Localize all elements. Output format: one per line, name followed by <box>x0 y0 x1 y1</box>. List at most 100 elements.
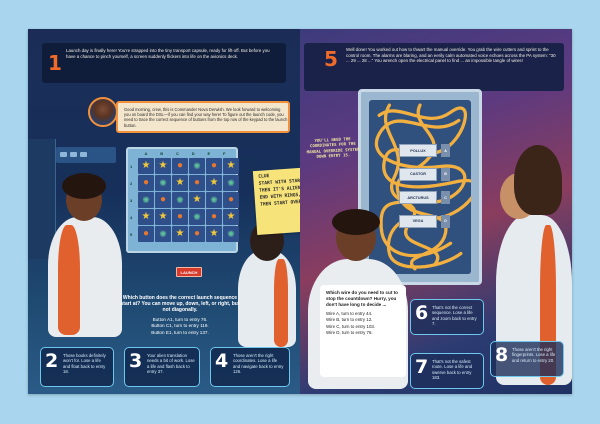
cockpit-wall-panel <box>28 139 56 259</box>
keypad-button-f1-star-icon[interactable]: ★ <box>223 158 239 174</box>
crew-member-hair <box>332 209 380 235</box>
keypad-button-f4-star-icon[interactable]: ★ <box>223 209 239 225</box>
question-text: Which wire do you need to cut to stop th… <box>326 290 398 307</box>
electrical-panel-interior: POLLUX CASTOR ARCTURUS VEGA A B C D <box>369 100 471 274</box>
entry-box-7: 7 That's not the safest route. Lose a li… <box>410 353 484 389</box>
keypad-grid: ★★●✺●★●✺★●★✺✺●✺★✺●★★●✺●★●✺★●★✺ <box>138 158 239 242</box>
keypad-button-c5-star-icon[interactable]: ★ <box>172 226 188 242</box>
handwritten-note: YOU'LL NEED THE COORDINATES FOR THE MANU… <box>306 136 360 160</box>
entry-number: 2 <box>45 350 59 372</box>
wire-switch-c[interactable]: C <box>441 191 450 205</box>
keypad-button-c2-star-icon[interactable]: ★ <box>172 175 188 191</box>
entry-text: Those aren't the right fingerprints. Los… <box>512 347 556 363</box>
keypad-button-d3-star-icon[interactable]: ★ <box>189 192 205 208</box>
keypad-button-e2-star-icon[interactable]: ★ <box>206 175 222 191</box>
column-label: B <box>160 151 164 156</box>
electrical-panel: POLLUX CASTOR ARCTURUS VEGA A B C D <box>358 89 482 285</box>
keypad-button-f3-planet-icon[interactable]: ● <box>223 192 239 208</box>
wire-switch-d[interactable]: D <box>441 214 450 228</box>
entry-box-6: 6 That's not the correct sequence. Lose … <box>410 299 484 335</box>
option-3[interactable]: Button E1, turn to entry 137. <box>151 329 209 335</box>
crew-member-2-hair <box>514 145 562 215</box>
keypad-button-b4-star-icon[interactable]: ★ <box>155 209 171 225</box>
entry-number: 3 <box>129 350 143 372</box>
entry-box-8: 8 Those aren't the right fingerprints. L… <box>490 341 564 377</box>
option-3[interactable]: Wire C, turn to entry 103. <box>326 323 376 329</box>
keypad-button-e1-planet-icon[interactable]: ● <box>206 158 222 174</box>
keypad-button-d2-planet-icon[interactable]: ● <box>189 175 205 191</box>
keypad-button-a4-star-icon[interactable]: ★ <box>138 209 154 225</box>
intro-box-right: 5 Well done! You worked out how to thwar… <box>304 43 564 91</box>
keypad-button-e3-alien-icon[interactable]: ✺ <box>206 192 222 208</box>
entry-text: Your alien translation needs a bit of wo… <box>147 353 195 375</box>
wire-switches: A B C D <box>441 144 450 228</box>
column-label: A <box>144 151 148 156</box>
question-text: Which button does the correct launch seq… <box>120 295 240 314</box>
keypad-button-b5-alien-icon[interactable]: ✺ <box>155 226 171 242</box>
row-label: 1 <box>130 164 133 169</box>
intro-text: Well done! You worked out how to thwart … <box>346 47 556 64</box>
column-label: E <box>207 151 211 156</box>
console-light-icon <box>80 152 87 157</box>
option-4[interactable]: Wire D, turn to entry 76. <box>326 330 373 336</box>
intro-box: 1 Launch day is finally here! You're str… <box>42 43 286 83</box>
entry-box-3: 3 Your alien translation needs a bit of … <box>124 347 200 387</box>
option-2[interactable]: Button C1, turn to entry 119. <box>151 323 209 329</box>
wire-label-pollux: POLLUX <box>399 144 437 157</box>
keypad-button-e4-planet-icon[interactable]: ● <box>206 209 222 225</box>
console-light-icon <box>70 152 77 157</box>
column-label: F <box>223 151 226 156</box>
keypad-button-a5-planet-icon[interactable]: ● <box>138 226 154 242</box>
entry-box-2: 2 Those books definitely won't for. Lose… <box>40 347 114 387</box>
entry-box-4: 4 Those aren't the right coordinates. Lo… <box>210 347 290 387</box>
keypad-button-b1-star-icon[interactable]: ★ <box>155 158 171 174</box>
keypad-button-b2-alien-icon[interactable]: ✺ <box>155 175 171 191</box>
entry-text: Those books definitely won't for. Lose a… <box>63 353 106 375</box>
step-number: 5 <box>324 47 338 71</box>
wire-label-castor: CASTOR <box>399 167 437 181</box>
entry-text: That's not the safest route. Lose a life… <box>432 359 473 381</box>
question-card: Which wire do you need to cut to stop th… <box>320 285 406 377</box>
column-label: C <box>175 151 179 156</box>
keypad-button-d5-planet-icon[interactable]: ● <box>189 226 205 242</box>
row-label: 3 <box>130 198 133 203</box>
option-1[interactable]: Wire A, turn to entry 44. <box>326 311 373 316</box>
keypad-button-a2-planet-icon[interactable]: ● <box>138 175 154 191</box>
crew-member-hair <box>62 173 106 199</box>
keypad-button-c3-alien-icon[interactable]: ✺ <box>172 192 188 208</box>
keypad-button-d1-alien-icon[interactable]: ✺ <box>189 158 205 174</box>
keypad-button-a3-alien-icon[interactable]: ✺ <box>138 192 154 208</box>
row-labels: 1 2 3 4 5 <box>130 158 137 243</box>
step-number: 1 <box>48 51 62 75</box>
entry-number: 7 <box>415 356 429 378</box>
keypad-button-d4-alien-icon[interactable]: ✺ <box>189 209 205 225</box>
option-2[interactable]: Wire B, turn to entry 12. <box>326 317 373 323</box>
crew-member-suit-stripe <box>58 225 80 335</box>
keypad-button-e5-star-icon[interactable]: ★ <box>206 226 222 242</box>
console-gadget <box>56 147 116 163</box>
row-label: 2 <box>130 181 133 186</box>
wire-switch-a[interactable]: A <box>441 144 450 157</box>
crew-member-2-suit-stripe <box>274 259 288 347</box>
wire-switch-b[interactable]: B <box>441 167 450 181</box>
wire-label-panel: POLLUX CASTOR ARCTURUS VEGA <box>399 144 437 228</box>
keypad-button-f5-alien-icon[interactable]: ✺ <box>223 226 239 242</box>
question-block: Which button does the correct launch seq… <box>120 295 240 336</box>
launch-button[interactable]: LAUNCH <box>176 267 202 277</box>
column-label: D <box>191 151 195 156</box>
commander-avatar <box>88 97 118 127</box>
commander-message-box: Good morning, crew, this is Commander No… <box>116 101 290 133</box>
option-1[interactable]: Button A1, turn to entry 76. <box>152 316 208 322</box>
right-page: 5 Well done! You worked out how to thwar… <box>300 29 572 394</box>
keypad-button-c4-planet-icon[interactable]: ● <box>172 209 188 225</box>
keypad-button-a1-star-icon[interactable]: ★ <box>138 158 154 174</box>
entry-text: That's not the correct sequence. Lose a … <box>432 305 477 327</box>
commander-message: Good morning, crew, this is Commander No… <box>124 107 288 128</box>
column-labels: A B C D E F <box>138 151 232 156</box>
keypad-button-f2-alien-icon[interactable]: ✺ <box>223 175 239 191</box>
keypad-button-c1-planet-icon[interactable]: ● <box>172 158 188 174</box>
entry-number: 4 <box>215 350 229 372</box>
intro-text: Launch day is finally here! You're strap… <box>66 48 270 59</box>
entry-number: 8 <box>495 344 509 366</box>
keypad-button-b3-planet-icon[interactable]: ● <box>155 192 171 208</box>
